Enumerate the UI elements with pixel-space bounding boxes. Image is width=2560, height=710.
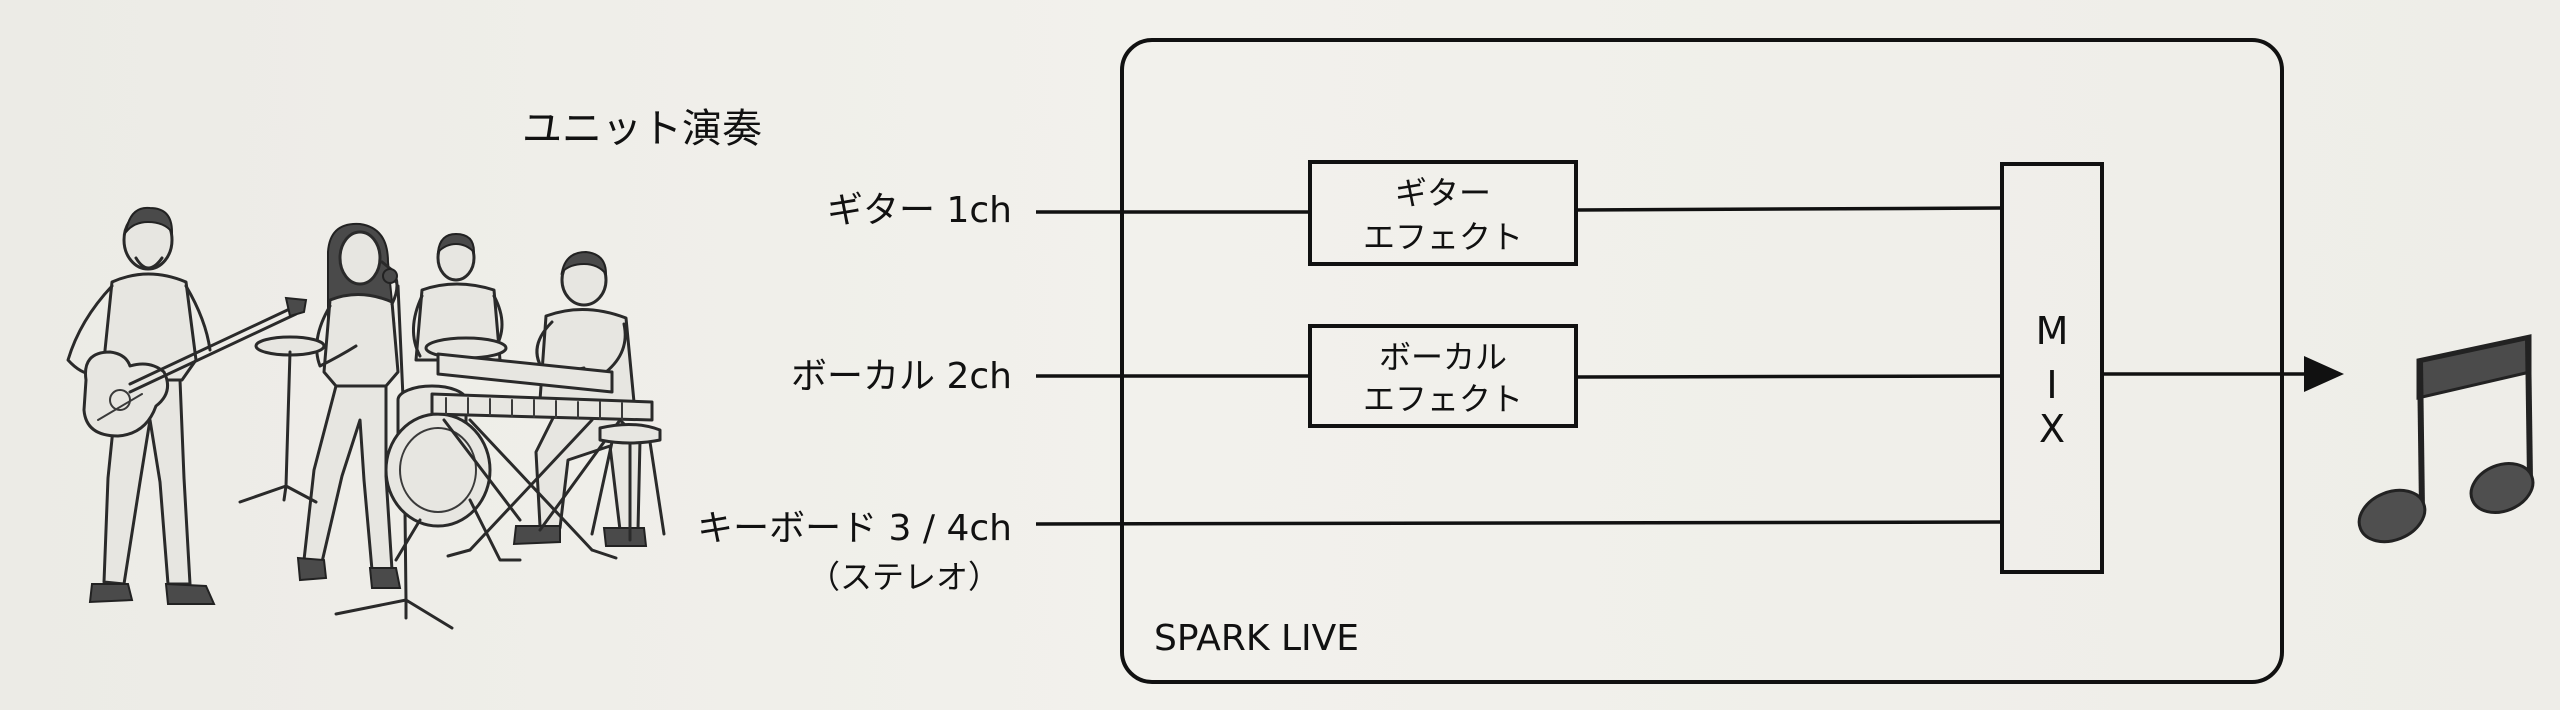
- guitar-effect-line2: エフェクト: [1363, 218, 1523, 256]
- signal-line-vocal-out: [1575, 374, 2003, 379]
- mixer-box: [2000, 162, 2104, 574]
- mixer-letter-m: M: [2036, 309, 2069, 353]
- guitar-effect-line1: ギター: [1395, 174, 1491, 212]
- keyboardist-figure: [430, 250, 666, 560]
- singer-figure: [296, 222, 454, 630]
- input-sublabel-keyboard: （ステレオ）: [808, 558, 1000, 596]
- device-label: SPARK LIVE: [1154, 618, 1359, 659]
- band-illustration-icon: [66, 206, 666, 630]
- guitar-effect-box: [1308, 160, 1578, 266]
- drummer-figure: [238, 232, 522, 562]
- band-title: ユニット演奏: [522, 106, 762, 152]
- arrow-right-icon: [2102, 356, 2344, 392]
- music-note-icon: [2357, 334, 2535, 544]
- vocal-effect-box: [1308, 324, 1578, 428]
- input-label-vocal: ボーカル 2ch: [791, 356, 1012, 397]
- device-box: [1120, 38, 2284, 684]
- guitarist-figure: [66, 206, 308, 605]
- mixer-letter-i: I: [2046, 363, 2057, 407]
- signal-line-guitar-out: [1575, 206, 2003, 212]
- signal-line-keyboard: [1035, 520, 2003, 526]
- mixer-letter-x: X: [2039, 407, 2065, 451]
- vocal-effect-line2: エフェクト: [1363, 380, 1523, 418]
- input-label-guitar: ギター 1ch: [827, 190, 1012, 231]
- vocal-effect-line1: ボーカル: [1379, 338, 1507, 376]
- input-label-keyboard: キーボード 3 / 4ch: [697, 508, 1012, 549]
